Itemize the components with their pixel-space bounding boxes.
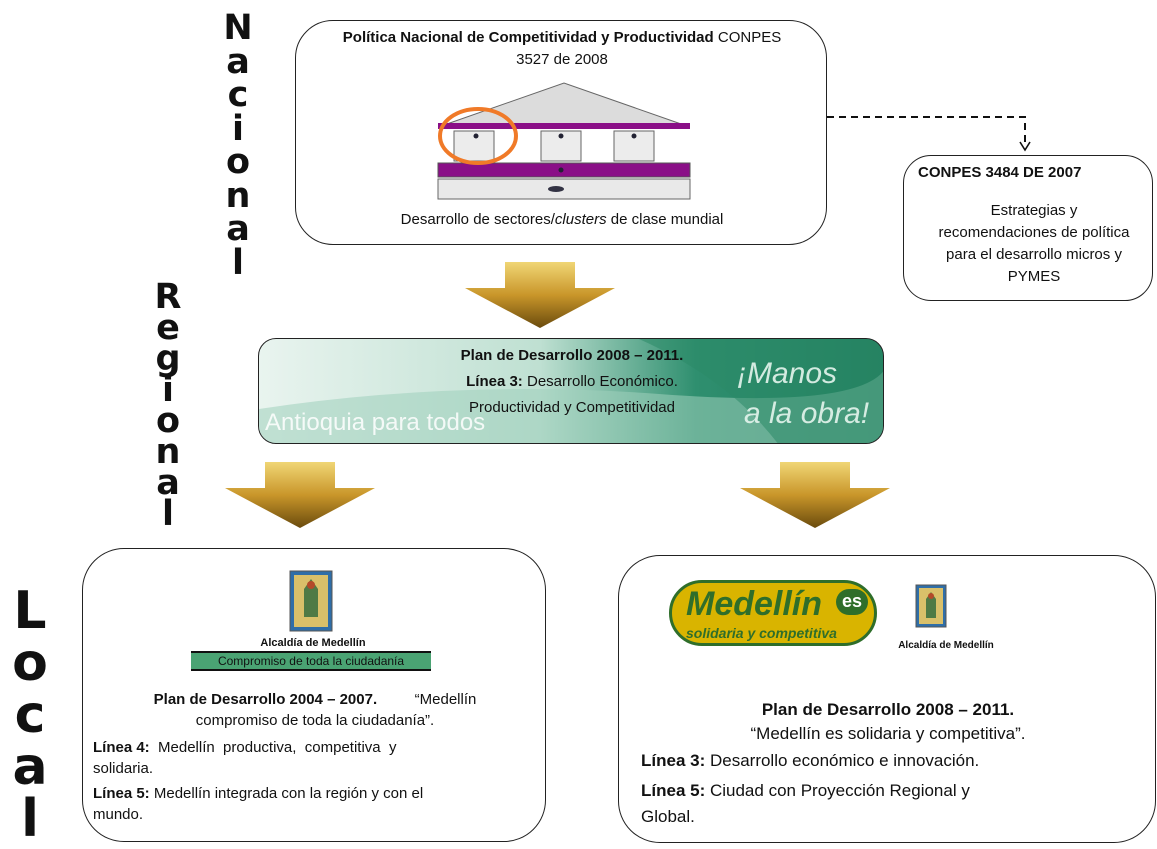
- left-l5-cont: mundo.: [93, 806, 144, 823]
- caption-italic: clusters: [554, 211, 607, 228]
- right-l3-text: Desarrollo económico e innovación.: [705, 751, 980, 770]
- level-letter: o: [155, 401, 181, 441]
- regional-line3: Productividad y Competitividad: [469, 399, 675, 416]
- compromiso-banner: Compromiso de toda la ciudadanía: [191, 651, 431, 671]
- national-title-bold: Política Nacional de Competitividad y Pr…: [342, 29, 714, 46]
- level-letter: a: [156, 463, 180, 503]
- left-l4-text: Medellín productiva, competitiva y: [149, 739, 397, 756]
- alcaldia-caption-right: Alcaldía de Medellín: [898, 640, 994, 651]
- right-plan-quote: “Medellín es solidaria y competitiva”.: [750, 724, 1026, 743]
- national-caption: Desarrollo de sectores/clusters de clase…: [296, 211, 828, 228]
- level-letter: o: [12, 633, 48, 693]
- level-letter: g: [155, 339, 181, 379]
- level-letter: a: [12, 737, 48, 797]
- level-letter: c: [14, 685, 46, 745]
- conpes-title: CONPES 3484 DE 2007: [918, 164, 1082, 181]
- logo-sub: solidaria y competitiva: [686, 625, 837, 641]
- logo-es: es: [836, 589, 868, 615]
- regional-title: Plan de Desarrollo 2008 – 2011.: [460, 347, 684, 364]
- regional-wave: [259, 339, 883, 443]
- arrow-down-right: [740, 462, 890, 528]
- regional-bg-right-1: ¡Manos: [737, 357, 838, 390]
- conpes-body: Estrategias y recomendaciones de polític…: [904, 200, 1157, 288]
- national-title-rest: CONPES: [713, 29, 782, 46]
- regional-bg-right-2: a la obra!: [744, 397, 870, 430]
- logo-main: Medellín: [686, 585, 823, 623]
- caption-pre: Desarrollo de sectores/: [400, 211, 555, 228]
- level-letter: L: [13, 581, 47, 641]
- right-l5-cont: Global.: [641, 807, 695, 826]
- left-l5-text: Medellín integrada con la región y con e…: [149, 785, 424, 802]
- conpes-line1: Estrategias y: [990, 202, 1078, 219]
- left-plan-quote-1: “Medellín: [414, 691, 477, 708]
- conpes-line2: recomendaciones de política: [938, 224, 1130, 241]
- left-l4-label: Línea 4:: [93, 739, 150, 756]
- dashed-connector: [827, 116, 1031, 152]
- conpes-3484-box: CONPES 3484 DE 2007 Estrategias y recome…: [903, 155, 1153, 301]
- left-plan-text: Plan de Desarrollo 2004 – 2007. “Medellí…: [83, 689, 547, 731]
- level-letter: a: [226, 41, 250, 82]
- regional-bg-left: Antioquia para todos: [265, 409, 486, 436]
- medellin-solidaria-logo: Medellín es solidaria y competitiva: [669, 580, 877, 646]
- left-l5-label: Línea 5:: [93, 785, 150, 802]
- arrow-down-left: [225, 462, 375, 528]
- level-letter: l: [232, 242, 244, 283]
- level-letter: i: [232, 108, 244, 149]
- right-l5-text: Ciudad con Proyección Regional y: [705, 781, 970, 800]
- left-l4-cont: solidaria.: [93, 760, 154, 777]
- regional-linea-text: Desarrollo Económico.: [522, 373, 678, 390]
- level-letter: o: [225, 142, 251, 182]
- arrow-down-top: [465, 262, 615, 328]
- national-policy-box: Política Nacional de Competitividad y Pr…: [295, 20, 827, 245]
- level-letter: e: [156, 308, 180, 348]
- conpes-line3: para el desarrollo micros y: [946, 246, 1122, 263]
- alcaldia-caption-left: Alcaldía de Medellín: [260, 637, 366, 649]
- national-title-line2: 3527 de 2008: [516, 51, 608, 68]
- level-letter: R: [154, 277, 182, 317]
- level-letter: l: [162, 494, 174, 534]
- right-plan-bold: Plan de Desarrollo 2008 – 2011.: [761, 700, 1015, 719]
- regional-linea-label: Línea 3:: [466, 373, 523, 390]
- left-local-box: Alcaldía de Medellín Compromiso de toda …: [82, 548, 546, 842]
- right-local-box: Medellín es solidaria y competitiva Alca…: [618, 555, 1156, 843]
- level-letter: a: [226, 209, 250, 249]
- level-letter: l: [21, 789, 39, 849]
- right-l3-label: Línea 3:: [641, 751, 706, 770]
- right-linea-5: Línea 5: Ciudad con Proyección Regional …: [641, 778, 1141, 830]
- left-plan-quote-2: compromiso de toda la ciudadanía”.: [195, 712, 435, 729]
- right-linea-3: Línea 3: Desarrollo económico e innovaci…: [641, 749, 979, 773]
- temple-icon: [437, 82, 691, 200]
- coat-of-arms-small-icon: [915, 584, 947, 628]
- left-linea-5: Línea 5: Medellín integrada con la regió…: [93, 783, 533, 825]
- regional-plan-box: Antioquia para todos ¡Manos a la obra! P…: [258, 338, 884, 444]
- conpes-line4: PYMES: [1007, 268, 1061, 285]
- caption-post: de clase mundial: [606, 211, 724, 228]
- left-plan-bold: Plan de Desarrollo 2004 – 2007.: [153, 691, 378, 708]
- level-letter: n: [225, 175, 251, 216]
- coat-of-arms-icon: [289, 570, 333, 632]
- national-title: Política Nacional de Competitividad y Pr…: [296, 27, 828, 71]
- level-letter: i: [162, 370, 174, 410]
- regional-text: Plan de Desarrollo 2008 – 2011. Línea 3:…: [259, 343, 883, 421]
- left-linea-4: Línea 4: Medellín productiva, competitiv…: [93, 737, 533, 779]
- right-l5-label: Línea 5:: [641, 781, 706, 800]
- right-plan-text: Plan de Desarrollo 2008 – 2011. “Medellí…: [619, 698, 1157, 746]
- level-letter: c: [227, 75, 249, 115]
- level-letter: n: [155, 432, 181, 472]
- level-letter: N: [223, 8, 253, 48]
